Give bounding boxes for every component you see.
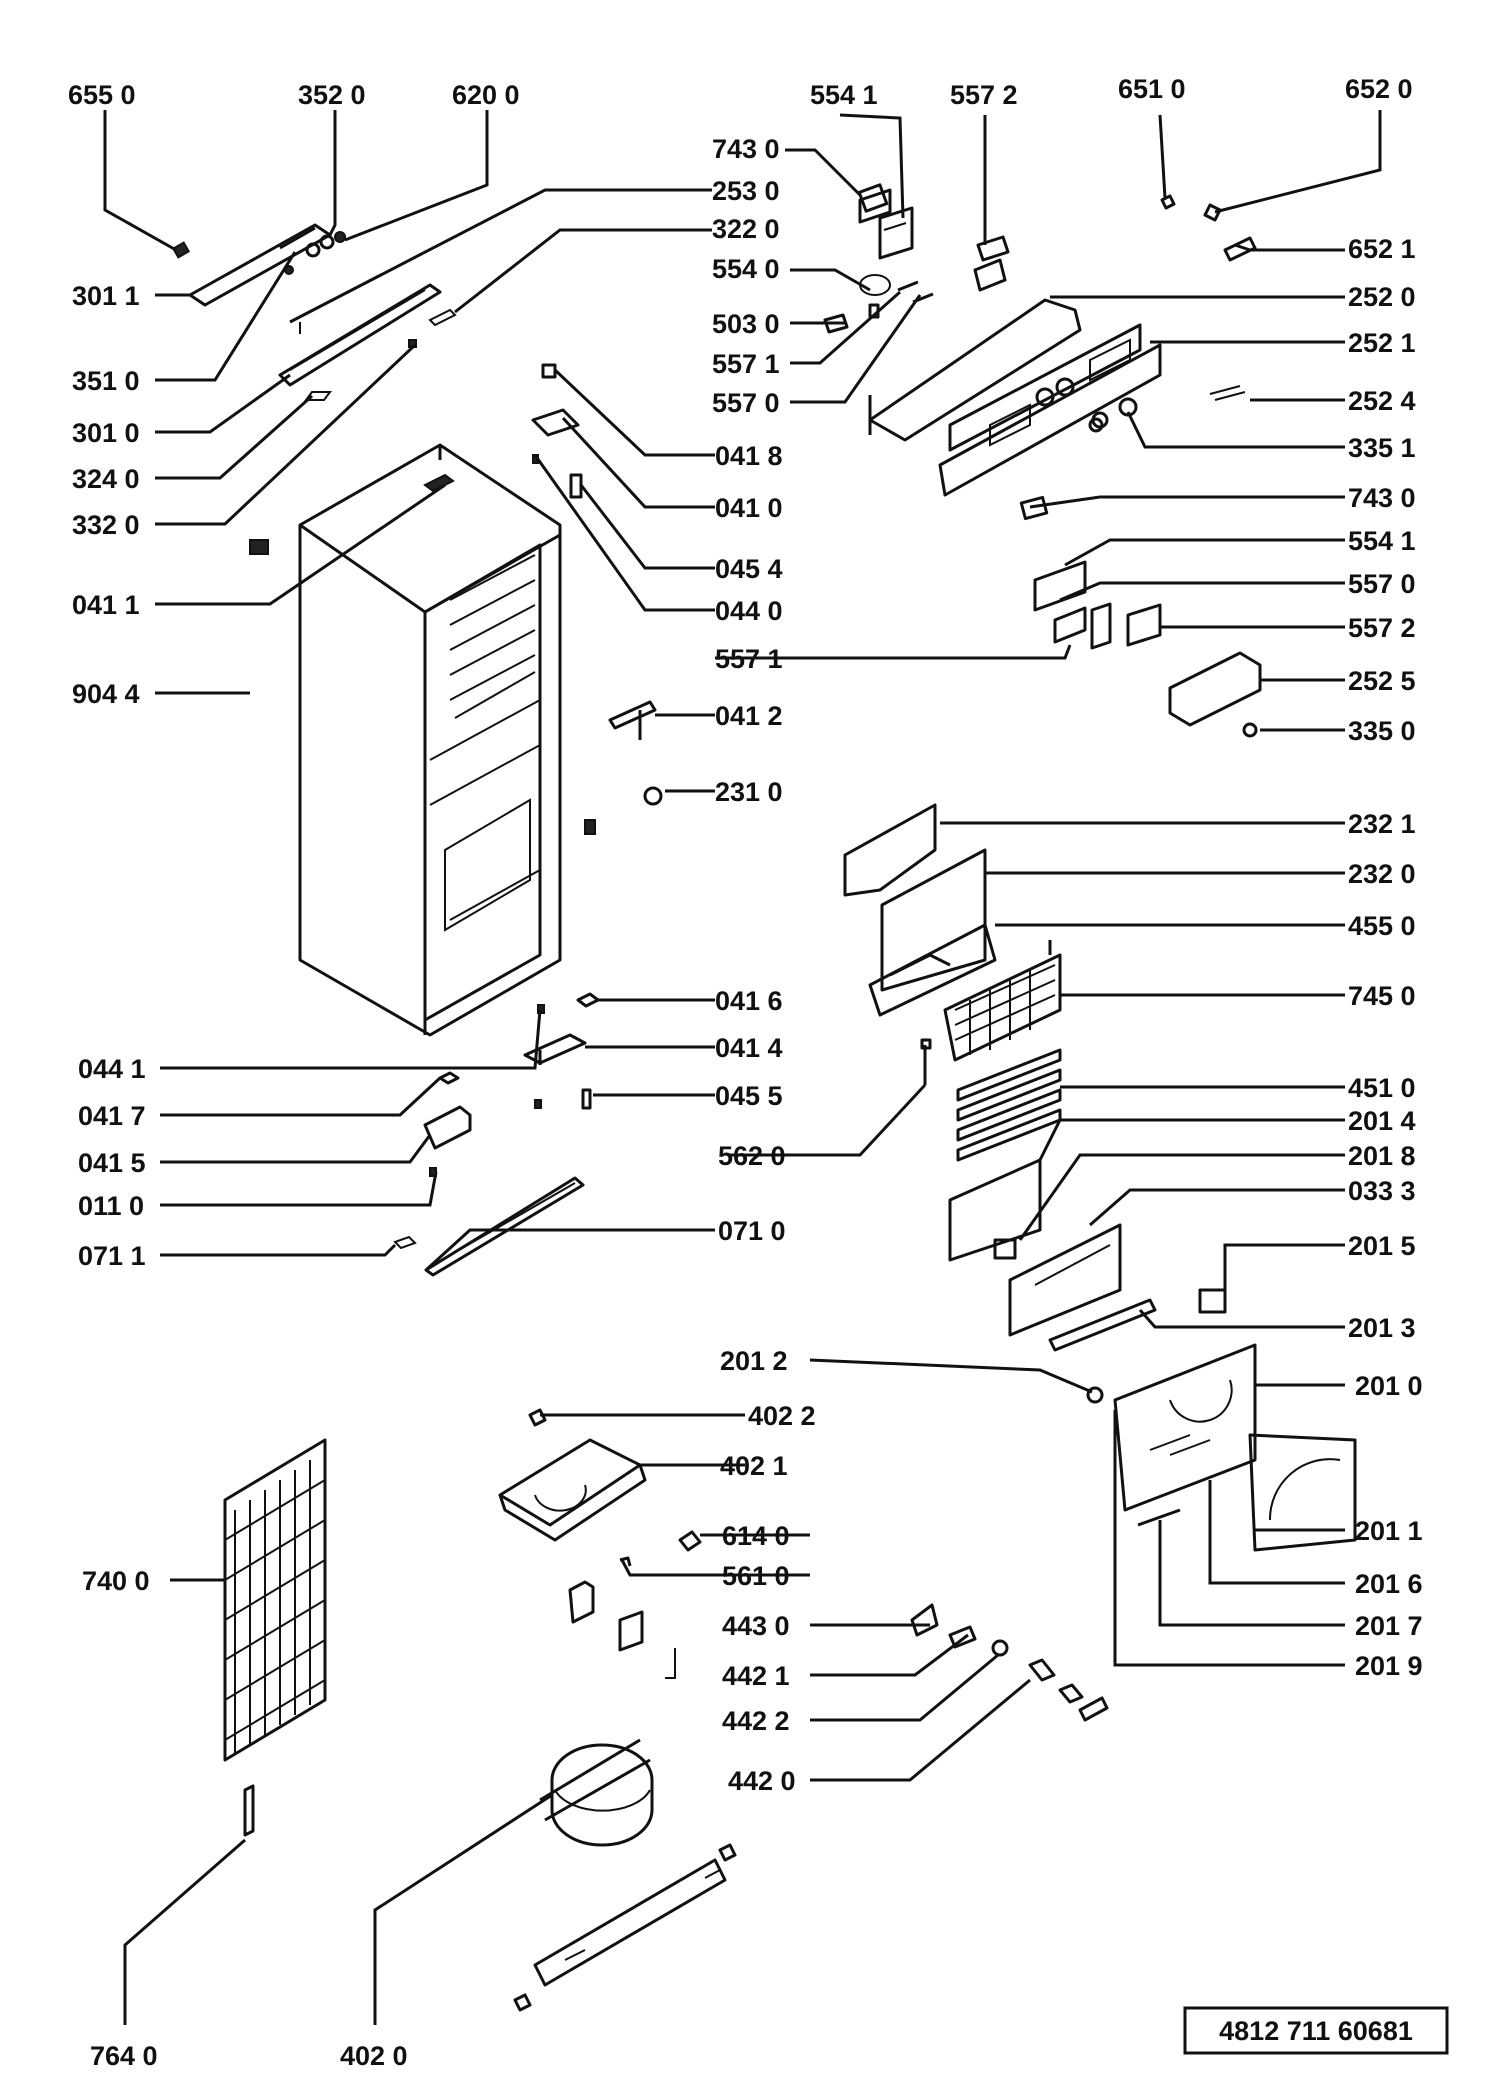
document-number-box bbox=[1183, 2006, 1449, 2055]
part-drawings: 4812 711 60681 bbox=[171, 183, 1449, 2055]
part-label-351-0: 351 0 bbox=[72, 366, 140, 396]
part-label-740-0: 740 0 bbox=[82, 1566, 150, 1596]
part-label-232-0: 232 0 bbox=[1348, 859, 1416, 889]
part-label-332-0: 332 0 bbox=[72, 510, 140, 540]
part-label-252-5: 252 5 bbox=[1348, 666, 1416, 696]
part-label-554-1-b: 554 1 bbox=[1348, 526, 1416, 556]
document-number-text: 4812 711 60681 bbox=[1219, 2016, 1413, 2046]
part-label-231-0: 231 0 bbox=[715, 777, 783, 807]
part-label-745-0: 745 0 bbox=[1348, 981, 1416, 1011]
hinge-parts bbox=[393, 363, 663, 1277]
part-label-335-0: 335 0 bbox=[1348, 716, 1416, 746]
part-label-201-9: 201 9 bbox=[1355, 1651, 1423, 1681]
part-label-201-6: 201 6 bbox=[1355, 1569, 1423, 1599]
part-label-764-0: 764 0 bbox=[90, 2041, 158, 2071]
part-label-252-4: 252 4 bbox=[1348, 386, 1416, 416]
part-label-652-1: 652 1 bbox=[1348, 234, 1416, 264]
thermostat-group-2 bbox=[1019, 495, 1262, 738]
part-label-033-3: 033 3 bbox=[1348, 1176, 1416, 1206]
part-label-201-8: 201 8 bbox=[1348, 1141, 1416, 1171]
part-label-041-5: 041 5 bbox=[78, 1148, 146, 1178]
evaporator-group bbox=[843, 803, 1227, 1404]
part-label-041-7: 041 7 bbox=[78, 1101, 146, 1131]
part-label-041-8: 041 8 bbox=[715, 441, 783, 471]
part-label-557-1: 557 1 bbox=[712, 349, 780, 379]
part-label-557-2-b: 557 2 bbox=[1348, 613, 1416, 643]
part-label-041-4: 041 4 bbox=[715, 1033, 783, 1063]
part-label-252-0: 252 0 bbox=[1348, 282, 1416, 312]
part-label-451-0: 451 0 bbox=[1348, 1073, 1416, 1103]
fan-cover-group bbox=[1113, 1343, 1357, 1552]
part-label-041-2: 041 2 bbox=[715, 701, 783, 731]
part-labels: 655 0 352 0 620 0 554 1 557 2 651 0 652 … bbox=[68, 74, 1423, 2071]
part-label-455-0: 455 0 bbox=[1348, 911, 1416, 941]
part-label-443-0: 443 0 bbox=[722, 1611, 790, 1641]
part-label-041-0: 041 0 bbox=[715, 493, 783, 523]
document-number: 4812 711 60681 bbox=[1183, 2006, 1449, 2055]
part-label-655-0: 655 0 bbox=[68, 80, 136, 110]
part-label-322-0: 322 0 bbox=[712, 214, 780, 244]
part-label-252-1: 252 1 bbox=[1348, 328, 1416, 358]
part-label-402-0: 402 0 bbox=[340, 2041, 408, 2071]
part-label-335-1: 335 1 bbox=[1348, 433, 1416, 463]
part-label-554-0: 554 0 bbox=[712, 254, 780, 284]
part-label-201-4: 201 4 bbox=[1348, 1106, 1416, 1136]
part-label-402-1: 402 1 bbox=[720, 1451, 788, 1481]
part-label-651-0: 651 0 bbox=[1118, 74, 1186, 104]
part-label-442-2: 442 2 bbox=[722, 1706, 790, 1736]
part-label-652-0: 652 0 bbox=[1345, 74, 1413, 104]
part-label-503-0: 503 0 bbox=[712, 309, 780, 339]
part-label-554-1: 554 1 bbox=[810, 80, 878, 110]
part-label-071-0: 071 0 bbox=[718, 1216, 786, 1246]
thermostat-housing bbox=[823, 183, 1257, 497]
part-label-253-0: 253 0 bbox=[712, 176, 780, 206]
part-label-562-0: 562 0 bbox=[718, 1141, 786, 1171]
part-label-402-2: 402 2 bbox=[748, 1401, 816, 1431]
part-label-442-1: 442 1 bbox=[722, 1661, 790, 1691]
part-label-557-1-b: 557 1 bbox=[715, 644, 783, 674]
part-label-044-0: 044 0 bbox=[715, 596, 783, 626]
part-label-352-0: 352 0 bbox=[298, 80, 366, 110]
part-label-904-4: 904 4 bbox=[72, 679, 140, 709]
part-label-232-1: 232 1 bbox=[1348, 809, 1416, 839]
part-label-620-0: 620 0 bbox=[452, 80, 520, 110]
part-label-201-2: 201 2 bbox=[720, 1346, 788, 1376]
part-label-201-0: 201 0 bbox=[1355, 1371, 1423, 1401]
part-label-301-1: 301 1 bbox=[72, 281, 140, 311]
cabinet bbox=[298, 443, 596, 1037]
part-label-442-0: 442 0 bbox=[728, 1766, 796, 1796]
part-label-614-0: 614 0 bbox=[722, 1521, 790, 1551]
part-label-071-1: 071 1 bbox=[78, 1241, 146, 1271]
part-label-011-0: 011 0 bbox=[78, 1191, 144, 1221]
part-label-743-0-b: 743 0 bbox=[1348, 483, 1416, 513]
part-label-201-7: 201 7 bbox=[1355, 1611, 1423, 1641]
part-label-041-6: 041 6 bbox=[715, 986, 783, 1016]
part-label-557-0-b: 557 0 bbox=[1348, 569, 1416, 599]
leader-lines bbox=[103, 110, 1382, 2025]
part-label-557-0: 557 0 bbox=[712, 388, 780, 418]
part-label-557-2: 557 2 bbox=[950, 80, 1018, 110]
part-label-044-1: 044 1 bbox=[78, 1054, 146, 1084]
part-label-561-0: 561 0 bbox=[722, 1561, 790, 1591]
part-label-301-0: 301 0 bbox=[72, 418, 140, 448]
part-label-041-1: 041 1 bbox=[72, 590, 140, 620]
condenser bbox=[223, 1438, 327, 1837]
top-panel-parts bbox=[171, 223, 457, 555]
part-label-045-5: 045 5 bbox=[715, 1081, 783, 1111]
part-label-324-0: 324 0 bbox=[72, 464, 140, 494]
part-label-201-3: 201 3 bbox=[1348, 1313, 1416, 1343]
part-label-743-0: 743 0 bbox=[712, 134, 780, 164]
part-label-201-5: 201 5 bbox=[1348, 1231, 1416, 1261]
part-label-201-1: 201 1 bbox=[1355, 1516, 1423, 1546]
part-label-045-4: 045 4 bbox=[715, 554, 783, 584]
compressor-area bbox=[498, 1408, 1109, 2012]
